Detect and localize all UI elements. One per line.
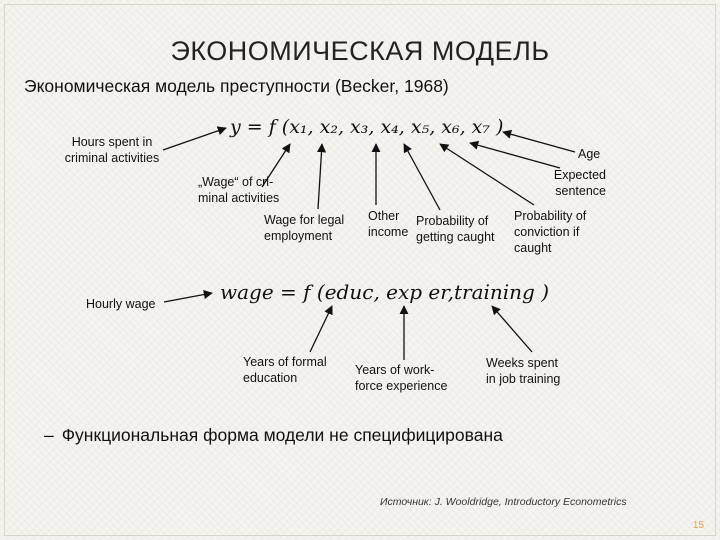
label-line: income: [368, 225, 409, 239]
label-line: criminal activities: [64, 151, 160, 165]
label-line: Probability of: [416, 214, 489, 228]
label-line: Weeks spent: [486, 356, 559, 370]
arrow-educ: [309, 305, 333, 353]
arrow-x4: [403, 143, 441, 211]
label-training: Weeks spent in job training: [486, 355, 560, 387]
label-line: caught: [514, 241, 552, 255]
label-line: Years of work-: [355, 363, 435, 377]
arrow-x6: [469, 140, 561, 169]
arrow-training: [491, 305, 533, 353]
bullet-text: Функциональная форма модели не специфици…: [61, 425, 503, 445]
label-line: minal activities: [198, 191, 280, 205]
slide-subtitle: Экономическая модель преступности (Becke…: [24, 76, 449, 96]
label-line: Other: [368, 209, 400, 223]
arrow-x5: [439, 143, 535, 206]
arrow-x1: [261, 143, 291, 188]
label-x1-crime-wage: „Wage“ of cri- minal activities: [198, 174, 279, 206]
label-line: employment: [264, 229, 333, 243]
label-line: Wage for legal: [264, 213, 345, 227]
arrow-x2: [316, 143, 327, 210]
label-line: Expected: [553, 168, 606, 182]
label-line: Probability of: [514, 209, 587, 223]
label-hourly-wage: Hourly wage: [86, 297, 156, 311]
page-number: 15: [692, 520, 704, 531]
label-y-hours: Hours spent in criminal activities: [62, 134, 162, 166]
label-x4-prob-caught: Probability of getting caught: [416, 213, 495, 245]
label-line: in job training: [486, 372, 561, 386]
label-x3-other-income: Other income: [368, 208, 408, 240]
bullet-item: –Функциональная форма модели не специфиц…: [44, 425, 503, 446]
arrow-y: [162, 126, 227, 151]
label-line: Hours spent in: [71, 135, 153, 149]
label-line: „Wage“ of cri-: [198, 175, 274, 189]
label-line: getting caught: [416, 230, 495, 244]
label-line: conviction if: [514, 225, 580, 239]
label-line: Years of formal: [243, 355, 327, 369]
label-x5-prob-conviction: Probability of conviction if caught: [514, 208, 586, 256]
label-line: education: [243, 371, 298, 385]
equation-wage-model: wage = f (educ, exp er,training ): [220, 280, 550, 304]
label-line: force experience: [355, 379, 448, 393]
arrow-wage: [163, 290, 213, 303]
slide-title: ЭКОНОМИЧЕСКАЯ МОДЕЛЬ: [170, 36, 550, 66]
equation-crime-model: y = f (x₁, x₂, x₃, x₄, x₅, x₆, x₇ ): [230, 116, 504, 138]
source-note: Источник: J. Wooldridge, Introductory Ec…: [380, 496, 627, 508]
bullet-dash: –: [44, 425, 54, 445]
label-educ: Years of formal education: [243, 354, 327, 386]
label-exper: Years of work- force experience: [355, 362, 447, 394]
label-line: sentence: [555, 184, 606, 198]
arrow-x7: [502, 129, 576, 153]
label-line: Age: [578, 147, 601, 161]
label-x6-sentence: Expected sentence: [548, 167, 606, 199]
label-x2-legal-wage: Wage for legal employment: [264, 212, 344, 244]
label-x7-age: Age: [578, 146, 600, 162]
